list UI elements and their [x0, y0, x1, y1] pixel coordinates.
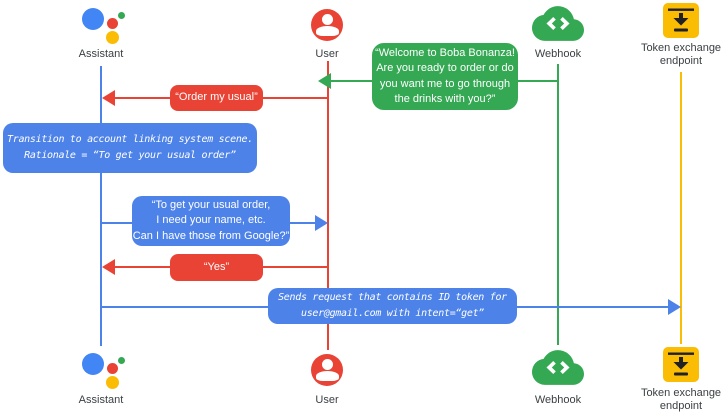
transition-line-1: Transition to account linking system sce…: [7, 134, 253, 145]
user-icon-body: [315, 371, 339, 381]
user-icon-bottom: [311, 354, 343, 386]
assistant-logo-green-dot: [118, 12, 125, 19]
yes-arrowhead-icon: [102, 259, 115, 275]
ask-info-line-1: “To get your usual order,: [151, 198, 271, 211]
user-icon-body: [315, 26, 339, 36]
assistant-logo-red-circle: [107, 363, 118, 374]
token-endpoint-lifeline: [680, 72, 682, 344]
webhook-cloud-icon-bottom: [532, 350, 584, 385]
webhook-cloud-icon: [532, 6, 584, 41]
yes-bubble: “Yes”: [170, 254, 263, 281]
webhook-label-top: Webhook: [534, 48, 582, 60]
assistant-logo-blue-circle: [82, 8, 104, 30]
ask-info-line-3: Can I have those from Google?”: [132, 229, 290, 242]
assistant-label-bottom: Assistant: [78, 394, 124, 406]
user-icon: [311, 9, 343, 41]
sends-request-line-2: user@gmail.com with intent=“get”: [300, 308, 485, 319]
token-endpoint-label-bottom: Token exchange endpoint: [641, 387, 721, 413]
token-endpoint-label-line-1: Token exchange: [640, 387, 722, 399]
welcome-line-4: the drinks with you?”: [394, 93, 496, 105]
user-label-top: User: [315, 48, 339, 60]
ask-info-line-2: I need your name, etc.: [156, 214, 266, 227]
welcome-line-3: you want me to go through: [379, 77, 511, 90]
webhook-label-bottom: Webhook: [534, 394, 582, 406]
sends-request-box: Sends request that contains ID token for…: [268, 288, 517, 324]
welcome-line-2: Are you ready to order or do: [376, 62, 514, 74]
sends-request-arrowhead-icon: [668, 299, 681, 315]
order-usual-bubble: “Order my usual”: [170, 85, 263, 111]
assistant-logo-red-circle: [107, 18, 118, 29]
token-endpoint-label-line-1: Token exchange: [640, 42, 722, 54]
token-endpoint-label-line-2: endpoint: [659, 55, 703, 67]
assistant-logo-yellow-circle: [106, 31, 119, 44]
transition-note-box: Transition to account linking system sce…: [3, 123, 257, 173]
token-endpoint-label-top: Token exchange endpoint: [641, 42, 721, 68]
user-label-bottom: User: [315, 394, 339, 406]
webhook-lifeline: [557, 64, 559, 345]
assistant-label-top: Assistant: [78, 48, 124, 60]
ask-info-arrowhead-icon: [315, 215, 328, 231]
welcome-message-bubble: “Welcome to Boba Bonanza! Are you ready …: [372, 43, 518, 110]
ask-info-bubble: “To get your usual order, I need your na…: [132, 196, 290, 246]
user-lifeline: [327, 61, 329, 350]
transition-line-2: Rationale = “To get your usual order”: [24, 150, 236, 161]
welcome-arrowhead-icon: [318, 73, 331, 89]
yes-text: “Yes”: [203, 260, 230, 273]
token-endpoint-icon-bottom: [663, 347, 699, 382]
order-usual-arrowhead-icon: [102, 90, 115, 106]
order-usual-text: “Order my usual”: [175, 91, 258, 104]
assistant-logo-blue-circle: [82, 353, 104, 375]
assistant-lifeline: [100, 66, 102, 346]
assistant-logo-green-dot: [118, 357, 125, 364]
token-endpoint-icon: [663, 3, 699, 38]
token-endpoint-label-line-2: endpoint: [659, 400, 703, 412]
sends-request-line-1: Sends request that contains ID token for: [278, 292, 507, 303]
user-icon-head: [321, 13, 333, 25]
assistant-logo-yellow-circle: [106, 376, 119, 389]
user-icon-head: [321, 358, 333, 370]
welcome-line-1: “Welcome to Boba Bonanza!: [375, 46, 515, 59]
